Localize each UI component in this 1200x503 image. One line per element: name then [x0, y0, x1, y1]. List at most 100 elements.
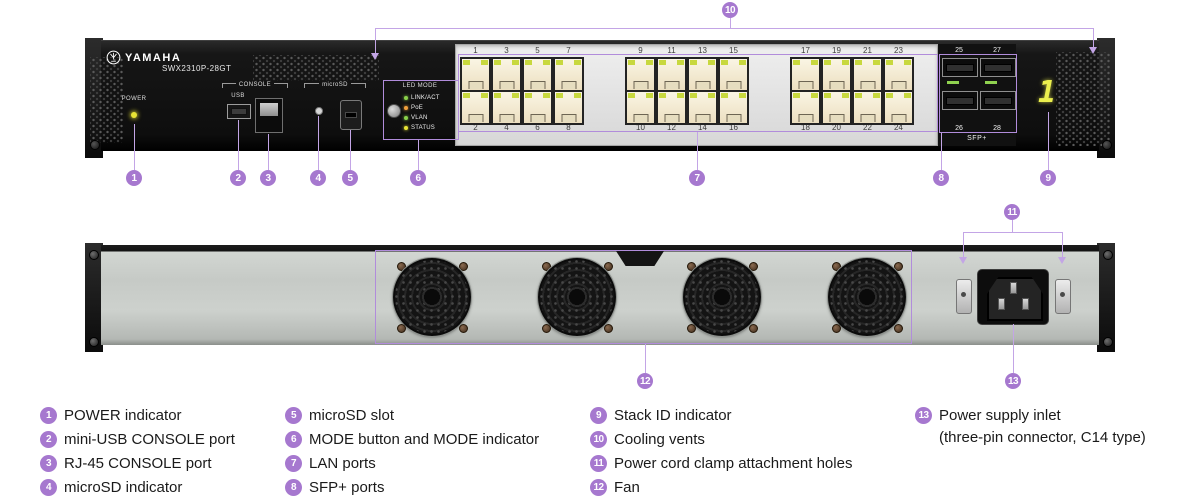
- port-led: [811, 60, 818, 65]
- port-led: [556, 60, 563, 65]
- callout-line: [963, 232, 964, 258]
- screw: [89, 250, 99, 260]
- lan-port-number: 17: [801, 46, 810, 55]
- power-label: POWER: [121, 96, 147, 102]
- mini-usb-console-port: [227, 104, 251, 119]
- screw: [1103, 250, 1113, 260]
- port-led: [886, 93, 893, 98]
- lan-port: [687, 90, 718, 125]
- callout-line: [1093, 28, 1094, 48]
- console-section-label: CONSOLE: [222, 81, 288, 88]
- port-led: [463, 93, 470, 98]
- callout-2: 2: [230, 170, 246, 186]
- inlet-pin: [1022, 298, 1029, 310]
- lan-port-number: 16: [729, 123, 738, 132]
- lan-port-number: 18: [801, 123, 810, 132]
- callout-13: 13: [1005, 373, 1021, 389]
- lan-port: [625, 90, 656, 125]
- port-led: [842, 93, 849, 98]
- legend-number: 7: [285, 455, 302, 472]
- port-led: [690, 93, 697, 98]
- lan-port-number: 7: [566, 46, 571, 55]
- callout-8: 8: [933, 170, 949, 186]
- mode-led-row: LINK/ACT: [404, 93, 440, 103]
- port-clip: [561, 114, 576, 122]
- lan-port-number: 13: [698, 46, 707, 55]
- lan-port: [460, 90, 491, 125]
- fan-screw: [604, 324, 613, 333]
- callout-line: [1062, 232, 1063, 258]
- fan-screw: [749, 262, 758, 271]
- legend-number: 8: [285, 479, 302, 496]
- inlet-pin: [1010, 282, 1017, 294]
- port-clip: [530, 114, 545, 122]
- callout-line: [963, 232, 1063, 233]
- legend-label: MODE button and MODE indicator: [309, 431, 540, 448]
- screw: [89, 337, 99, 347]
- lan-port: [718, 90, 749, 125]
- port-led: [512, 93, 519, 98]
- legend-sublabel: (three-pin connector, C14 type): [939, 429, 1146, 446]
- down-arrow-icon: [371, 53, 379, 60]
- sfp-port-number: 26: [955, 125, 963, 132]
- port-clip: [633, 81, 648, 89]
- port-led: [739, 93, 746, 98]
- mode-led-label: STATUS: [411, 125, 435, 131]
- callout-line: [645, 343, 646, 373]
- port-clip: [695, 114, 710, 122]
- fan-grille: [828, 258, 906, 336]
- microsd-section-label: microSD: [304, 81, 366, 88]
- lan-port-number: 4: [504, 123, 509, 132]
- callout-3: 3: [260, 170, 276, 186]
- lan-port: [553, 90, 584, 125]
- lan-port: [852, 90, 883, 125]
- callout-line: [418, 139, 419, 170]
- mode-led-icon: [404, 116, 408, 120]
- port-clip: [829, 114, 844, 122]
- lan-port-number: 12: [667, 123, 676, 132]
- fan-screw: [397, 324, 406, 333]
- fan-screw: [832, 324, 841, 333]
- callout-line: [941, 132, 942, 170]
- callout-line: [375, 28, 376, 54]
- port-led: [628, 93, 635, 98]
- legend-label: Power supply inlet: [939, 407, 1061, 424]
- mode-led-icon: [404, 106, 408, 110]
- callout-line: [350, 130, 351, 170]
- yamaha-logo: YAMAHA: [106, 50, 181, 65]
- callout-line: [238, 120, 239, 170]
- callout-1: 1: [126, 170, 142, 186]
- legend-label: Cooling vents: [614, 431, 705, 448]
- mode-led-label: LINK/ACT: [411, 95, 440, 101]
- port-led: [690, 60, 697, 65]
- c14-socket: [987, 277, 1043, 321]
- port-led: [659, 60, 666, 65]
- port-led: [793, 93, 800, 98]
- callout-line: [697, 131, 698, 170]
- lan-port-number: 9: [638, 46, 643, 55]
- callout-9: 9: [1040, 170, 1056, 186]
- port-led: [494, 60, 501, 65]
- lan-port: [790, 90, 821, 125]
- led-mode-label: LED MODE: [402, 83, 438, 89]
- legend-number: 11: [590, 455, 607, 472]
- fan-grille: [683, 258, 761, 336]
- lan-port-number: 14: [698, 123, 707, 132]
- lan-port: [491, 90, 522, 125]
- port-led: [677, 93, 684, 98]
- tuning-fork-icon: [106, 50, 121, 65]
- port-led: [708, 60, 715, 65]
- legend-number: 4: [40, 479, 57, 496]
- legend-label: Stack ID indicator: [614, 407, 732, 424]
- port-led: [811, 93, 818, 98]
- port-led: [556, 93, 563, 98]
- inlet-pin: [998, 298, 1005, 310]
- port-clip: [726, 81, 741, 89]
- port-led: [855, 93, 862, 98]
